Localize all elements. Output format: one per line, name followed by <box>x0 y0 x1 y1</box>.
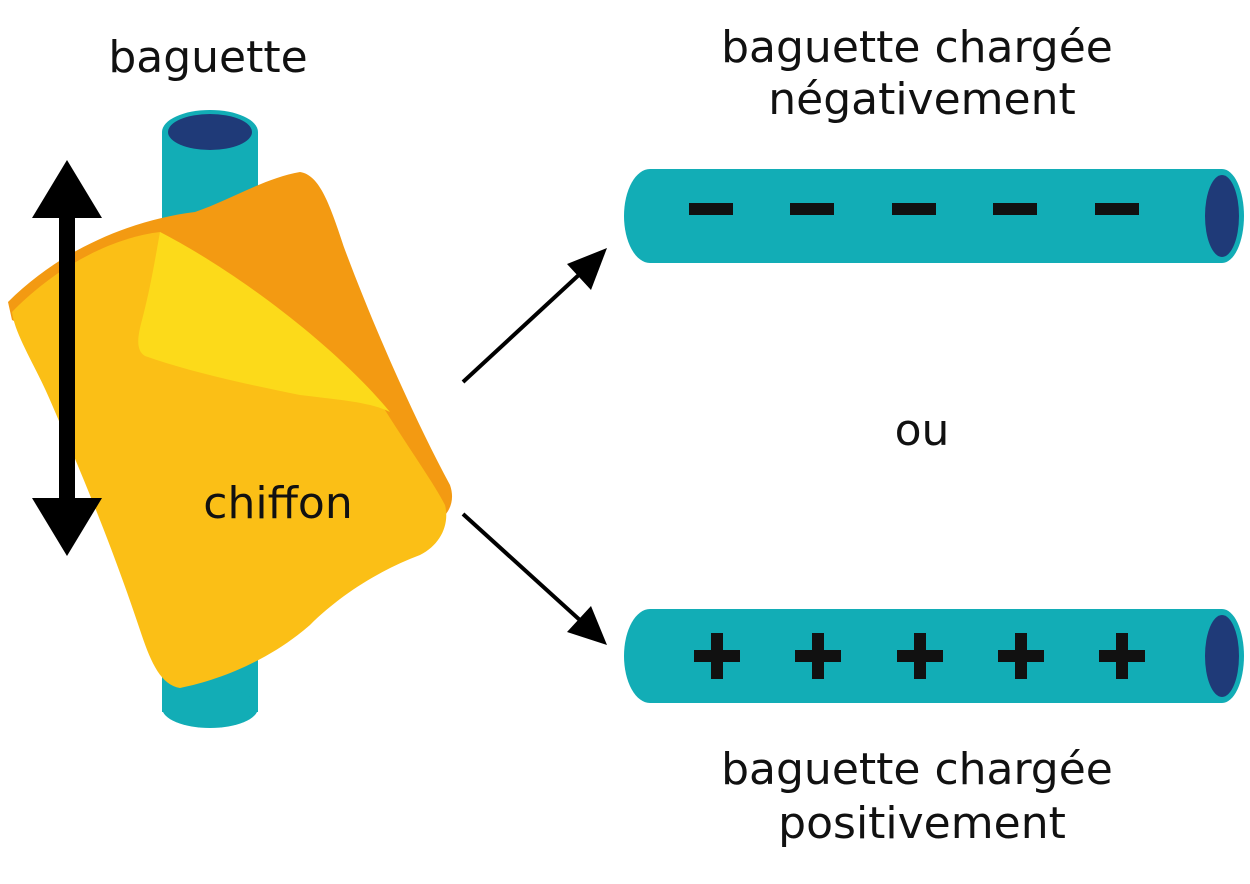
rubbing-motion-arrow <box>32 160 102 556</box>
arrow-to-negative <box>461 248 607 384</box>
arrow-to-positive-line <box>461 512 584 624</box>
positive-rod-right-end <box>1205 615 1239 697</box>
arrow-to-positive <box>461 512 607 645</box>
cloth-label: chiffon <box>203 478 352 529</box>
vertical-rod-bottom-end <box>162 688 258 728</box>
rubbing-arrow-head-up <box>32 160 102 218</box>
negative-rod-body <box>650 169 1222 263</box>
positive-rod-label-line2: positivement <box>778 798 1066 849</box>
negative-charge-5 <box>1095 203 1139 215</box>
positive-charge-3 <box>897 633 943 679</box>
negative-rod-label-line1: baguette chargée <box>721 22 1113 73</box>
arrow-to-negative-head <box>567 248 607 290</box>
negative-charge-4 <box>993 203 1037 215</box>
arrow-to-negative-line <box>461 270 584 384</box>
positive-rod-label-line1: baguette chargée <box>721 744 1113 795</box>
cloth <box>8 172 453 688</box>
cloth-highlight <box>138 232 390 412</box>
negative-rod-right-end <box>1205 175 1239 257</box>
positive-charge-2 <box>795 633 841 679</box>
negative-charge-1 <box>689 203 733 215</box>
negative-charge-2 <box>790 203 834 215</box>
vertical-rod-top-end <box>168 114 252 150</box>
positive-charge-4 <box>998 633 1044 679</box>
or-label: ou <box>895 405 950 456</box>
negative-rod-label-line2: négativement <box>768 74 1076 125</box>
positive-charge-5 <box>1099 633 1145 679</box>
negative-rod <box>624 169 1244 263</box>
rod-label: baguette <box>108 32 307 83</box>
cloth-front <box>12 232 447 688</box>
arrow-to-positive-head <box>567 606 607 645</box>
rubbing-arrow-shaft <box>59 210 75 506</box>
positive-charge-1 <box>694 633 740 679</box>
rubbing-arrow-head-down <box>32 498 102 556</box>
positive-rod <box>624 609 1244 703</box>
negative-charge-3 <box>892 203 936 215</box>
